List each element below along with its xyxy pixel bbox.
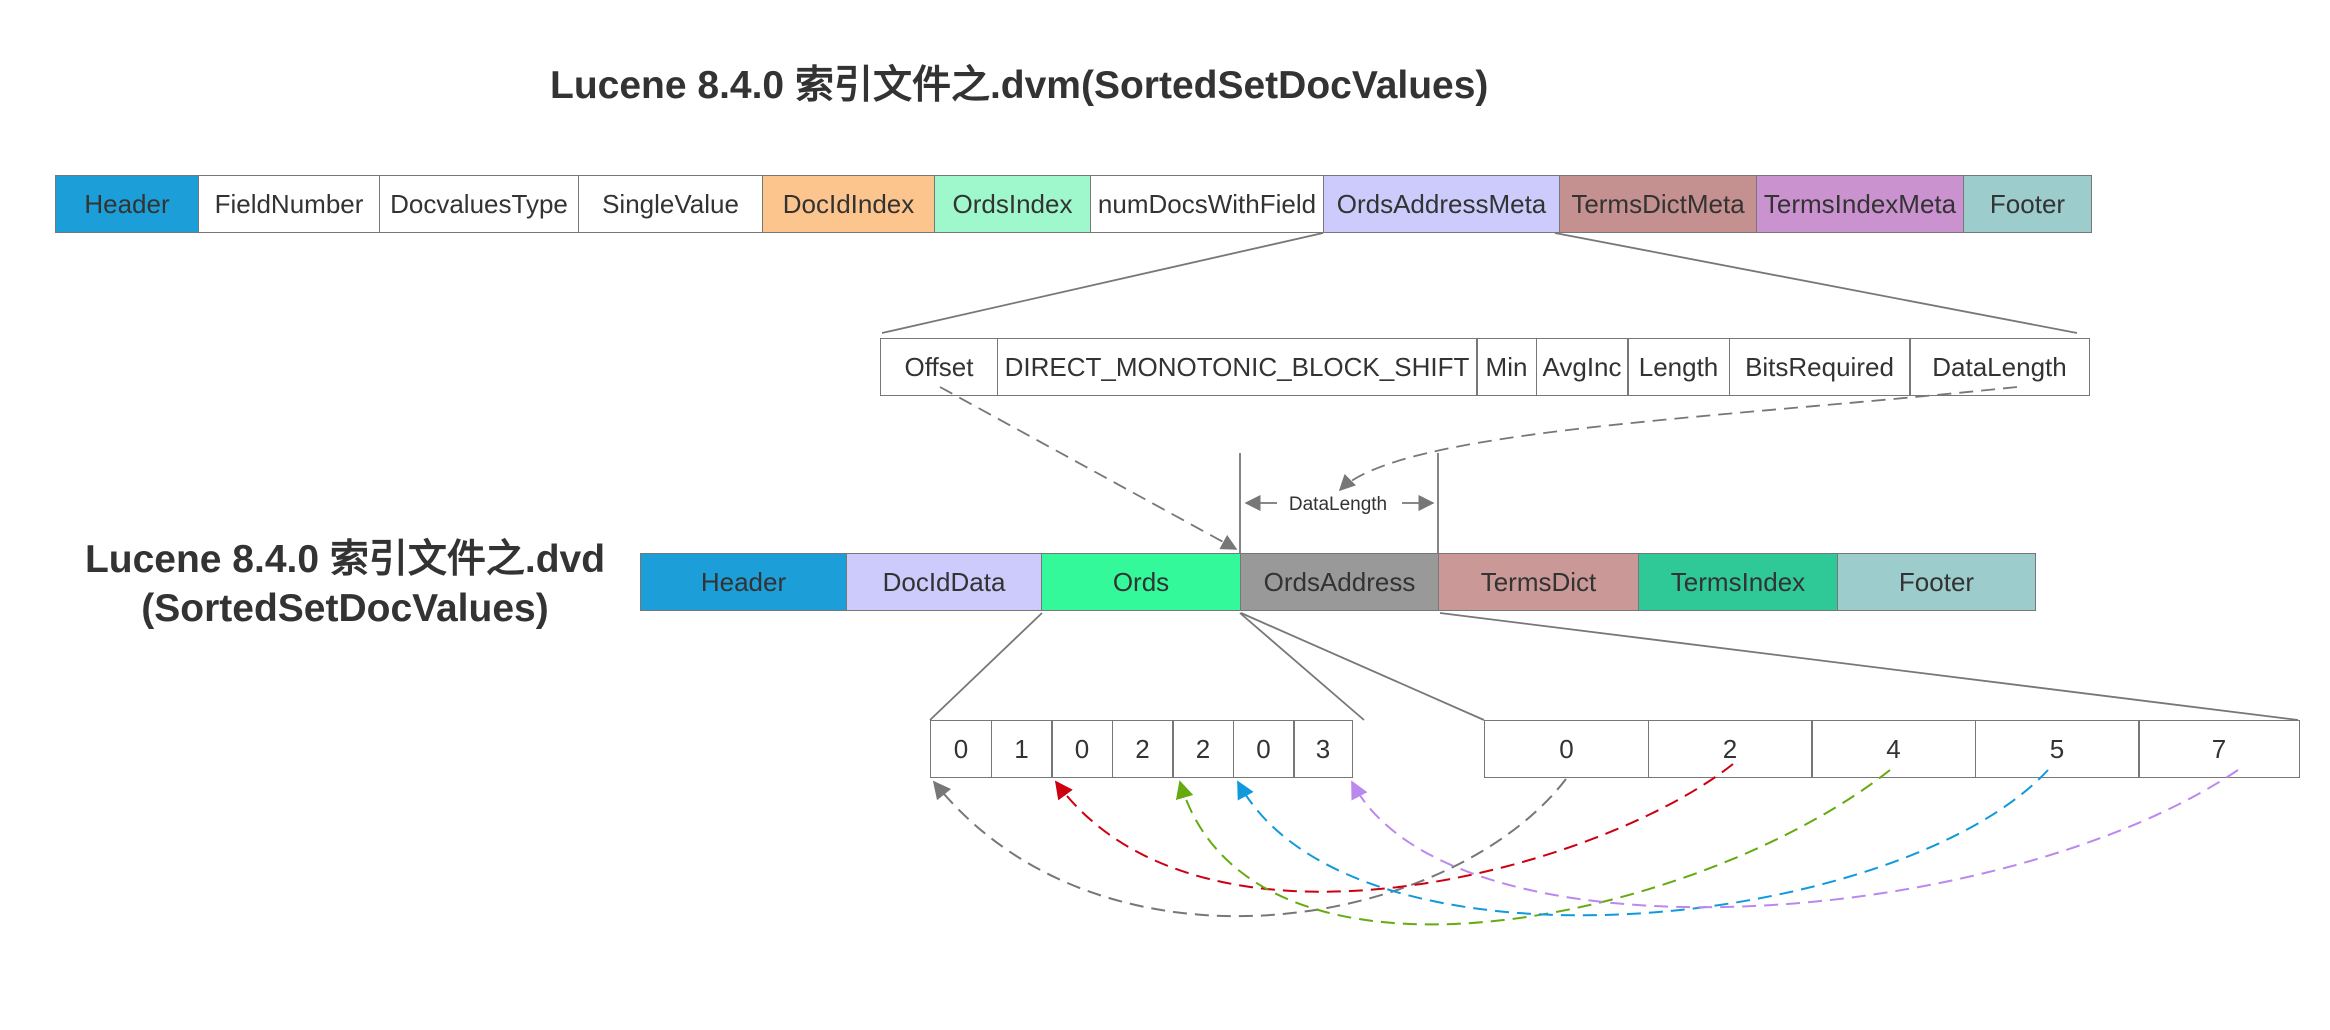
datalength-arrow bbox=[1338, 386, 2018, 492]
meta-field-direct-monotonic-block-shift: DIRECT_MONOTONIC_BLOCK_SHIFT bbox=[996, 338, 1478, 396]
data-length-label: DataLength bbox=[1289, 494, 1387, 515]
address-arrow bbox=[1175, 769, 1891, 926]
ords-address-values-row: 0 2 4 5 7 bbox=[1484, 720, 2300, 778]
ords-value: 1 bbox=[990, 720, 1053, 778]
expand-line bbox=[1240, 612, 1485, 721]
ords-address-value: 7 bbox=[2138, 720, 2300, 778]
ords-address-value: 4 bbox=[1811, 720, 1976, 778]
dvd-title: Lucene 8.4.0 索引文件之.dvd (SortedSetDocValu… bbox=[40, 536, 650, 634]
expand-line bbox=[1239, 612, 1365, 721]
ords-value: 0 bbox=[1051, 720, 1113, 778]
meta-field-datalength: DataLength bbox=[1909, 338, 2090, 396]
dvm-field-docidindex: DocIdIndex bbox=[762, 175, 935, 233]
dvm-field-termsdictmeta: TermsDictMeta bbox=[1559, 175, 1757, 233]
offset-arrow bbox=[939, 386, 1238, 550]
dvd-field-dociddata: DocIdData bbox=[845, 553, 1043, 611]
ords-address-value: 2 bbox=[1647, 720, 1813, 778]
dvd-row: Header DocIdData Ords OrdsAddress TermsD… bbox=[640, 553, 2036, 611]
address-arrow bbox=[932, 778, 1567, 918]
ords-value: 2 bbox=[1172, 720, 1234, 778]
expand-line bbox=[881, 232, 1324, 334]
ords-value: 3 bbox=[1293, 720, 1353, 778]
dvd-field-ords: Ords bbox=[1041, 553, 1241, 611]
expand-line bbox=[1439, 612, 2299, 721]
ords-values-row: 0 1 0 2 2 0 3 bbox=[930, 720, 1353, 778]
dvd-field-termsdict: TermsDict bbox=[1438, 553, 1639, 611]
dvd-title-line2: (SortedSetDocValues) bbox=[141, 586, 549, 630]
dvm-field-ordsindex: OrdsIndex bbox=[933, 175, 1092, 233]
address-arrow bbox=[1237, 769, 2049, 917]
ords-value: 2 bbox=[1111, 720, 1174, 778]
dvm-field-termsindexmeta: TermsIndexMeta bbox=[1755, 175, 1965, 233]
expand-line bbox=[929, 612, 1043, 721]
expand-line bbox=[1554, 232, 2078, 334]
dvd-title-line1: Lucene 8.4.0 索引文件之.dvd bbox=[84, 538, 606, 581]
meta-field-offset: Offset bbox=[880, 338, 998, 396]
ords-value: 0 bbox=[1232, 720, 1295, 778]
address-arrow bbox=[1054, 763, 1734, 893]
dvm-field-numdocswithfield: numDocsWithField bbox=[1090, 175, 1324, 233]
dvd-field-termsindex: TermsIndex bbox=[1637, 553, 1839, 611]
dvm-title: Lucene 8.4.0 索引文件之.dvm(SortedSetDocValue… bbox=[550, 64, 1489, 107]
ords-address-value: 0 bbox=[1484, 720, 1649, 778]
dvm-field-fieldnumber: FieldNumber bbox=[197, 175, 381, 233]
ords-value: 0 bbox=[930, 720, 992, 778]
ords-address-meta-row: Offset DIRECT_MONOTONIC_BLOCK_SHIFT Min … bbox=[880, 338, 2090, 396]
meta-field-bitsrequired: BitsRequired bbox=[1728, 338, 1911, 396]
meta-field-length: Length bbox=[1627, 338, 1730, 396]
meta-field-avginc: AvgInc bbox=[1535, 338, 1629, 396]
dvm-field-footer: Footer bbox=[1963, 175, 2092, 233]
address-arrow bbox=[1351, 769, 2239, 909]
meta-field-min: Min bbox=[1476, 338, 1537, 396]
dvm-field-docvaluestype: DocvaluesType bbox=[379, 175, 579, 233]
dvm-field-singlevalue: SingleValue bbox=[577, 175, 764, 233]
dvd-field-ordsaddress: OrdsAddress bbox=[1239, 553, 1440, 611]
dvm-row: Header FieldNumber DocvaluesType SingleV… bbox=[55, 175, 2092, 233]
ords-address-value: 5 bbox=[1974, 720, 2140, 778]
dvd-field-footer: Footer bbox=[1837, 553, 2036, 611]
dvm-field-ordsaddressmeta: OrdsAddressMeta bbox=[1322, 175, 1561, 233]
